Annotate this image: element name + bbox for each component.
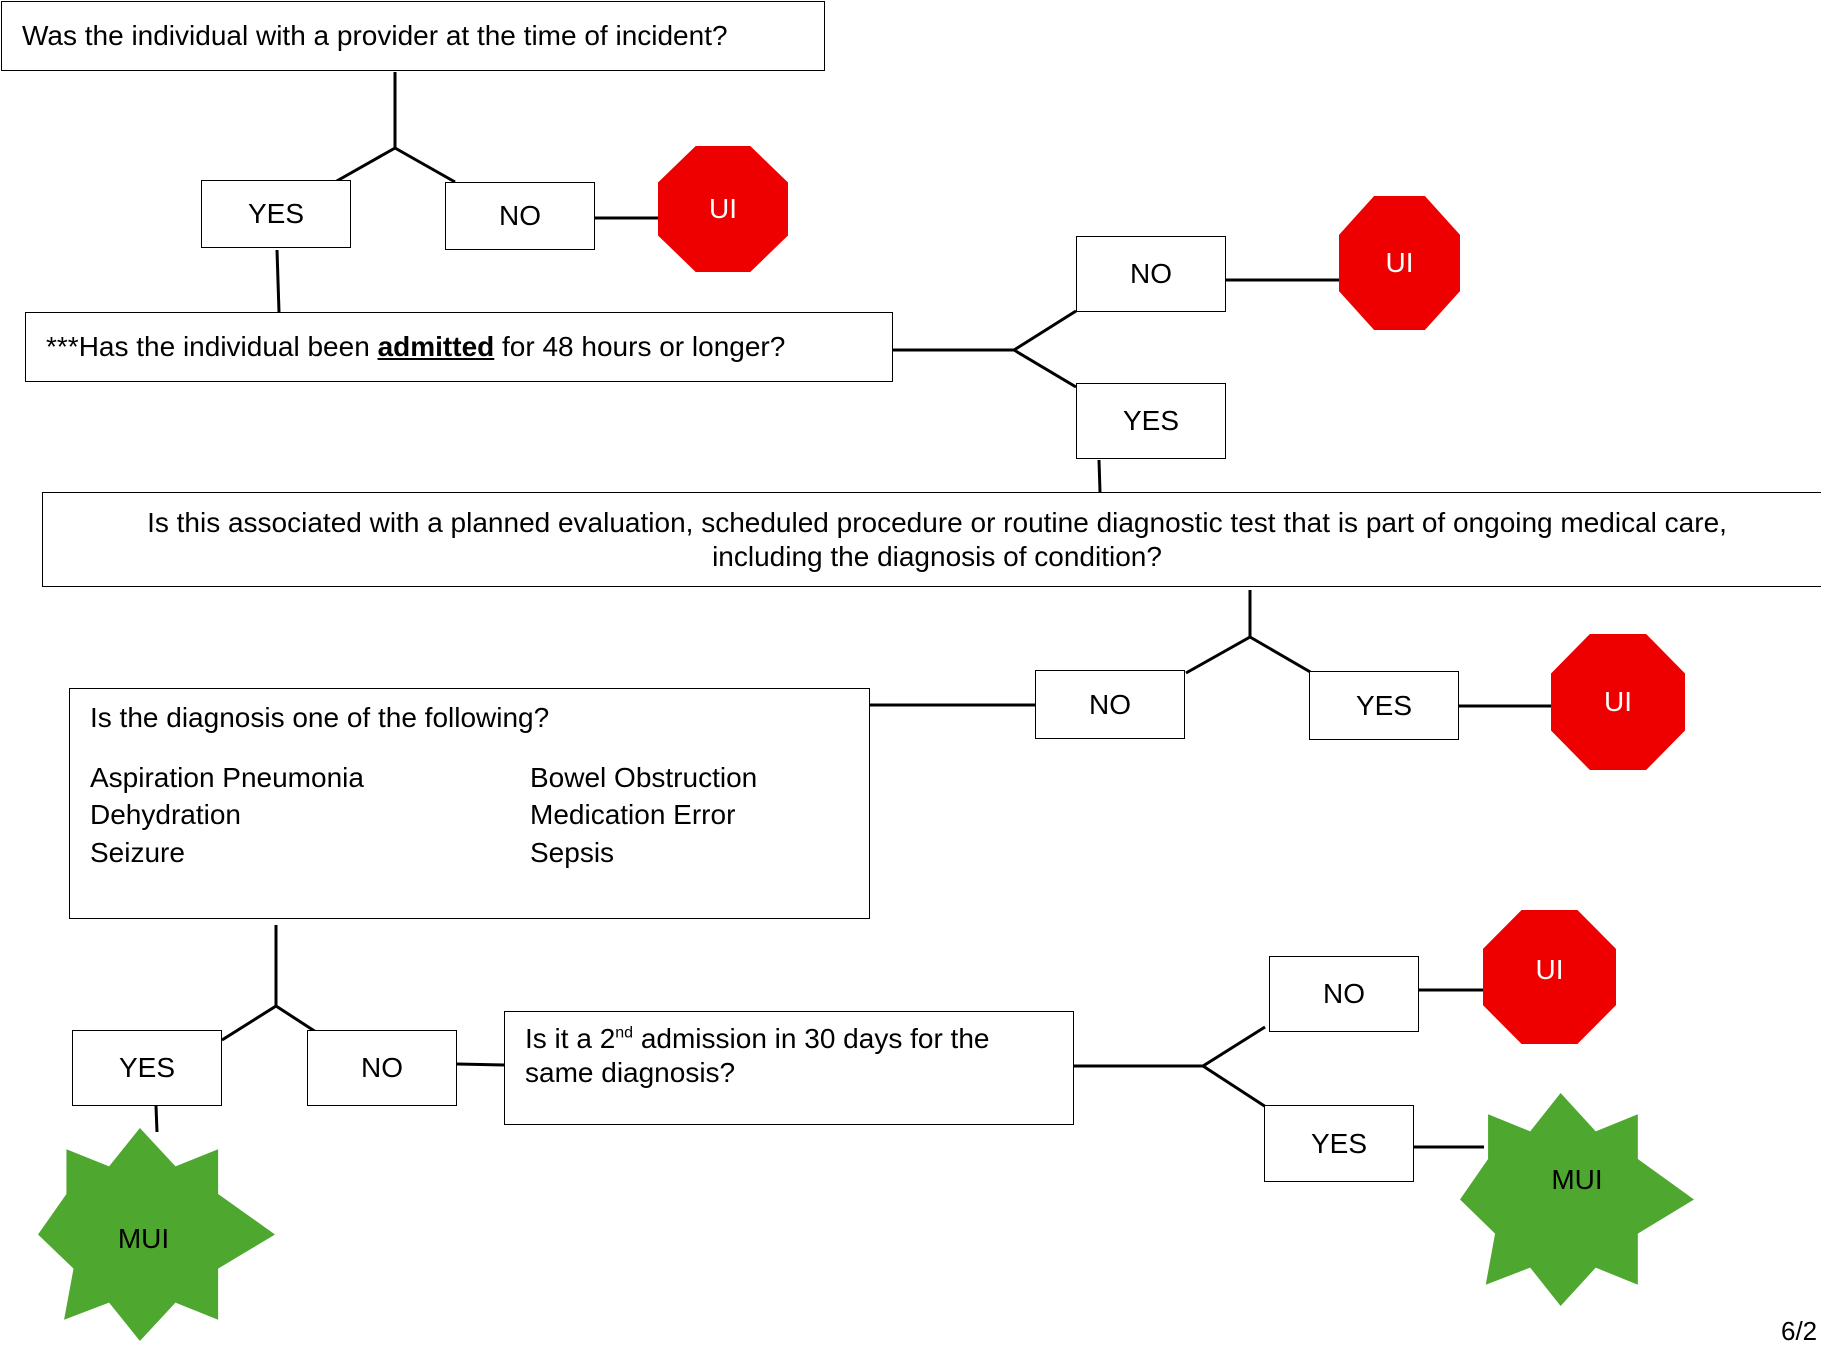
outcome-ui-label: UI — [1535, 954, 1564, 986]
answer-yes-label: YES — [247, 198, 305, 230]
outcome-ui-label: UI — [709, 193, 737, 224]
answer-no-label: NO — [1323, 978, 1365, 1010]
outcome-mui-label: MUI — [1551, 1164, 1603, 1196]
question-second-admission-text: Is it a 2nd admission in 30 days for the… — [525, 1022, 1053, 1089]
diagnosis-item: Dehydration — [90, 799, 241, 831]
diagnosis-item: Seizure — [90, 836, 185, 868]
answer-yes-second-admission: YES — [1264, 1105, 1414, 1182]
answer-no-label: NO — [1130, 258, 1172, 290]
question-planned-evaluation: Is this associated with a planned evalua… — [42, 492, 1821, 587]
outcome-mui-label: MUI — [117, 1222, 170, 1254]
star-badge-icon — [1460, 1093, 1694, 1306]
question-diagnosis-text: Is the diagnosis one of the following? — [90, 702, 550, 733]
answer-yes-admitted: YES — [1076, 383, 1226, 459]
outcome-mui-star-2: MUI — [1460, 1093, 1694, 1306]
answer-yes-label: YES — [1355, 689, 1413, 721]
question-provider-present-text: Was the individual with a provider at th… — [22, 20, 728, 52]
answer-yes-diagnosis: YES — [72, 1030, 222, 1106]
answer-yes-label: YES — [1122, 405, 1180, 437]
answer-no-provider: NO — [445, 182, 595, 250]
outcome-ui-stop-2: UI — [1339, 196, 1460, 330]
outcome-ui-label: UI — [1385, 247, 1414, 278]
diagnosis-list: Aspiration Pneumonia Bowel Obstruction D… — [90, 761, 849, 870]
question-second-admission-prefix: Is it a 2 — [525, 1023, 616, 1054]
page-number: 6/2 — [1781, 1316, 1818, 1346]
diagnosis-item: Bowel Obstruction — [530, 761, 758, 793]
question-second-admission-sup: nd — [615, 1024, 634, 1042]
answer-yes-label: YES — [118, 1052, 176, 1084]
stop-octagon-icon — [1551, 634, 1685, 770]
answer-no-second-admission: NO — [1269, 956, 1419, 1032]
outcome-ui-stop-3: UI — [1551, 634, 1685, 770]
answer-no-label: NO — [1089, 688, 1131, 720]
outcome-ui-stop-1: UI — [658, 146, 788, 272]
question-provider-present: Was the individual with a provider at th… — [1, 1, 825, 71]
outcome-mui-star-1: MUI — [38, 1128, 275, 1341]
question-admitted-suffix: for 48 hours or longer? — [494, 331, 786, 363]
question-admitted-emphasis: admitted — [377, 331, 495, 363]
diagnosis-item: Aspiration Pneumonia — [90, 761, 364, 793]
answer-no-diagnosis: NO — [307, 1030, 457, 1106]
diagnosis-item: Sepsis — [530, 836, 615, 868]
stop-octagon-icon — [658, 146, 788, 272]
question-planned-evaluation-text: Is this associated with a planned evalua… — [147, 506, 1727, 572]
question-second-admission: Is it a 2nd admission in 30 days for the… — [504, 1011, 1074, 1125]
question-admitted-prefix: ***Has the individual been — [46, 331, 378, 363]
question-admitted-48h: ***Has the individual been admitted for … — [25, 312, 893, 382]
outcome-ui-label: UI — [1604, 686, 1632, 717]
stop-octagon-icon — [1483, 910, 1616, 1044]
answer-yes-label: YES — [1310, 1127, 1368, 1159]
question-diagnosis-list: Is the diagnosis one of the following? A… — [69, 688, 870, 919]
outcome-ui-stop-4: UI — [1483, 910, 1616, 1044]
question-second-admission-suffix: admission in 30 days for the same diagno… — [525, 1023, 990, 1088]
answer-yes-planned: YES — [1309, 671, 1459, 740]
answer-no-label: NO — [499, 200, 541, 232]
answer-no-planned: NO — [1035, 670, 1185, 739]
stop-octagon-icon — [1339, 196, 1460, 330]
diagnosis-item: Medication Error — [530, 799, 736, 831]
answer-no-admitted: NO — [1076, 236, 1226, 312]
answer-no-label: NO — [361, 1052, 403, 1084]
star-badge-icon — [38, 1128, 275, 1341]
answer-yes-provider: YES — [201, 180, 351, 248]
